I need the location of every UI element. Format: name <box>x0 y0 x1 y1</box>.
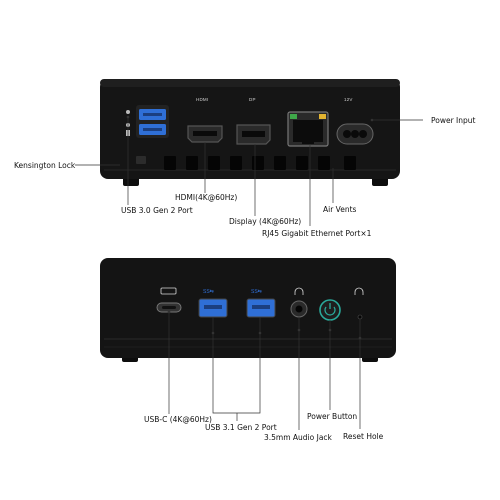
callout-usb31: USB 3.1 Gen 2 Port <box>205 423 277 432</box>
rear-panel <box>75 79 423 226</box>
callout-rj45: RJ45 Gigabit Ethernet Port×1 <box>262 229 372 238</box>
callout-display: Display (4K@60Hz) <box>229 217 302 226</box>
front-panel: SS⇆ SS⇆ <box>100 258 396 430</box>
hdmi-port <box>187 125 223 143</box>
rear-silk-power: 12V <box>344 97 353 102</box>
usb31-port-left <box>198 298 228 318</box>
rear-air-vents <box>164 156 356 170</box>
callout-audio: 3.5mm Audio Jack <box>264 433 332 442</box>
rear-silk-dp: DP <box>249 97 256 102</box>
rj45-port <box>287 111 329 147</box>
callout-power-input: Power Input <box>431 116 476 125</box>
svg-text:SS⇆: SS⇆ <box>203 289 214 295</box>
reset-hole <box>357 314 363 320</box>
callout-air-vents: Air Vents <box>323 205 357 214</box>
power-input-jack <box>336 123 374 145</box>
callout-kensington-lock: Kensington Lock <box>14 161 76 170</box>
audio-jack <box>290 300 308 318</box>
usb31-port-right <box>246 298 276 318</box>
callout-usb30: USB 3.0 Gen 2 Port <box>121 206 193 215</box>
displayport-port <box>236 124 271 145</box>
svg-text:SS⇆: SS⇆ <box>251 289 262 295</box>
callout-power-button: Power Button <box>307 412 358 421</box>
rear-silk-hdmi: HDMI <box>196 97 209 102</box>
kensington-lock-slot <box>136 156 146 164</box>
power-button <box>319 299 341 321</box>
usb30-port-stack <box>136 105 169 138</box>
front-silkscreen-icons <box>160 287 364 295</box>
callout-hdmi: HDMI(4K@60Hz) <box>175 193 238 202</box>
usbc-port <box>156 302 182 313</box>
callout-usbc: USB-C (4K@60Hz) <box>144 415 212 424</box>
callout-reset: Reset Hole <box>343 432 384 441</box>
